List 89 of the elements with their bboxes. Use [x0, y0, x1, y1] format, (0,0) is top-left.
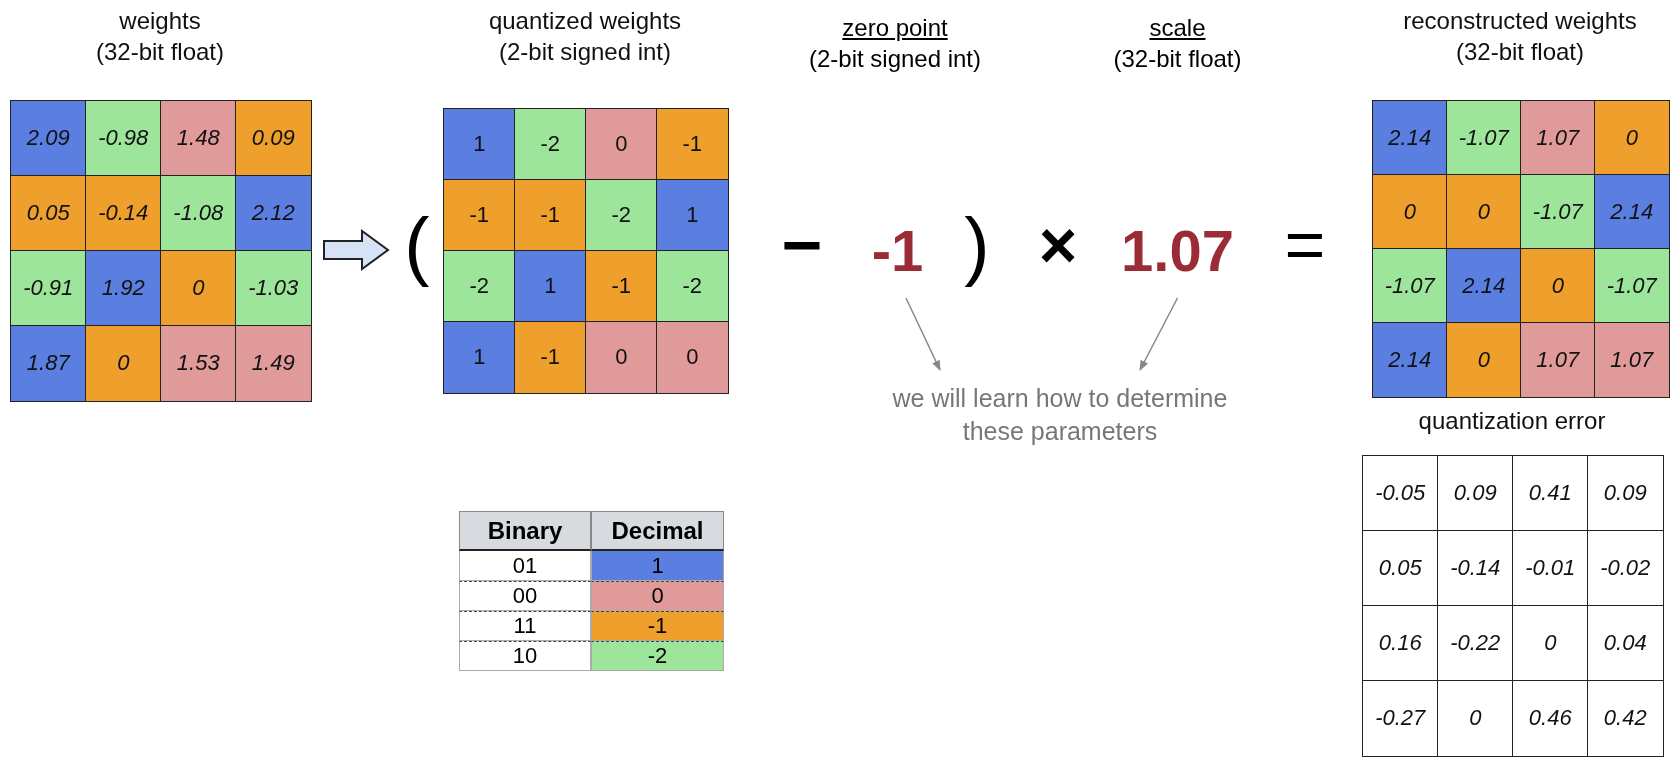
matrix-cell: 1.07	[1594, 322, 1670, 398]
matrix-cell: 0.09	[1437, 455, 1514, 532]
matrix-cell: 1.53	[160, 325, 237, 402]
block-arrow	[323, 229, 390, 271]
matrix-cell: 0.05	[10, 175, 87, 252]
matrix-cell: 0	[85, 325, 162, 402]
matrix-cell: -2	[585, 179, 658, 252]
column-heading: (32-bit float)	[1112, 43, 1243, 74]
matrix-cell: 2.12	[235, 175, 312, 252]
matrix-cell: 0.41	[1512, 455, 1589, 532]
matrix-cell: 0.09	[1587, 455, 1664, 532]
table-cell: 0	[591, 581, 724, 611]
matrix-cell: 0	[1594, 100, 1670, 176]
matrix-cell: 1	[443, 108, 516, 181]
minus-sign: −	[780, 205, 824, 285]
matrix-cell: -2	[443, 250, 516, 323]
parameter-value: -1	[855, 210, 940, 290]
matrix-cell: -0.05	[1362, 455, 1439, 532]
matrix-cell: -1	[585, 250, 658, 323]
matrix-cell: -0.14	[85, 175, 162, 252]
matrix-cell: 0	[160, 250, 237, 327]
matrix-cell: 0	[1437, 680, 1514, 757]
table-header: Binary	[459, 511, 591, 551]
matrix-cell: 1.49	[235, 325, 312, 402]
matrix-cell: -0.98	[85, 100, 162, 177]
column-heading: (2-bit signed int)	[807, 43, 983, 74]
matrix-cell: 0	[1512, 605, 1589, 682]
matrix-cell: -1.07	[1594, 248, 1670, 324]
matrix-cell: 1.07	[1520, 100, 1596, 176]
matrix-heading: quantized weights (2-bit signed int)	[487, 6, 683, 67]
matrix-cell: 1.48	[160, 100, 237, 177]
table-header: Decimal	[591, 511, 724, 551]
matrix-cell: 0	[656, 321, 729, 394]
parenthesis: (	[403, 205, 431, 285]
matrix-cell: 2.14	[1446, 248, 1522, 324]
matrix-cell: -2	[656, 250, 729, 323]
matrix-cell: 1	[656, 179, 729, 252]
matrix-cell: 2.14	[1372, 322, 1448, 398]
column-heading: zero point	[841, 12, 949, 43]
matrix-cell: 1.07	[1520, 322, 1596, 398]
matrix-cell: 1.87	[10, 325, 87, 402]
matrix-cell: 0.05	[1362, 530, 1439, 607]
matrix-cell: -0.22	[1437, 605, 1514, 682]
matrix-cell: -1	[514, 179, 587, 252]
arrow	[905, 297, 941, 371]
matrix-cell: 2.14	[1594, 174, 1670, 250]
matrix-cell: 0	[1372, 174, 1448, 250]
matrix-cell: -1.07	[1446, 100, 1522, 176]
arrow	[1139, 297, 1179, 371]
matrix-cell: 2.14	[1372, 100, 1448, 176]
matrix-cell: -0.91	[10, 250, 87, 327]
parenthesis: )	[963, 205, 991, 285]
matrix-cell: 0.04	[1587, 605, 1664, 682]
matrix-heading: reconstructed weights (32-bit float)	[1402, 6, 1638, 67]
matrix-cell: 0	[1520, 248, 1596, 324]
matrix-cell: 2.09	[10, 100, 87, 177]
matrix-cell: -1.08	[160, 175, 237, 252]
matrix-cell: 1	[514, 250, 587, 323]
matrix-cell: 0	[585, 321, 658, 394]
matrix-cell: 1	[443, 321, 516, 394]
matrix-cell: -1	[514, 321, 587, 394]
matrix-cell: 0.09	[235, 100, 312, 177]
matrix-cell: -1.07	[1520, 174, 1596, 250]
matrix-cell: 0	[585, 108, 658, 181]
table-cell: -1	[591, 611, 724, 641]
matrix-cell: 0.42	[1587, 680, 1664, 757]
matrix-cell: 0.46	[1512, 680, 1589, 757]
column-heading: scale	[1148, 12, 1207, 43]
matrix-cell: -0.14	[1437, 530, 1514, 607]
matrix-cell: -0.02	[1587, 530, 1664, 607]
matrix-cell: -0.27	[1362, 680, 1439, 757]
multiply-sign: ×	[1037, 207, 1079, 284]
matrix-cell: -0.01	[1512, 530, 1589, 607]
matrix-heading: weights (32-bit float)	[94, 6, 226, 67]
matrix-heading: quantization error	[1417, 406, 1607, 436]
matrix-cell: -1.07	[1372, 248, 1448, 324]
matrix-cell: -1	[443, 179, 516, 252]
note-text: we will learn how to determine these parameters	[860, 372, 1260, 458]
table-cell: -2	[591, 641, 724, 671]
matrix-cell: 0	[1446, 174, 1522, 250]
matrix-cell: 1.92	[85, 250, 162, 327]
equals-sign: =	[1283, 205, 1327, 285]
table-cell: 1	[591, 551, 724, 581]
matrix-cell: -1.03	[235, 250, 312, 327]
matrix-cell: 0	[1446, 322, 1522, 398]
matrix-cell: -2	[514, 108, 587, 181]
matrix-cell: -1	[656, 108, 729, 181]
matrix-cell: 0.16	[1362, 605, 1439, 682]
parameter-value: 1.07	[1105, 210, 1250, 290]
